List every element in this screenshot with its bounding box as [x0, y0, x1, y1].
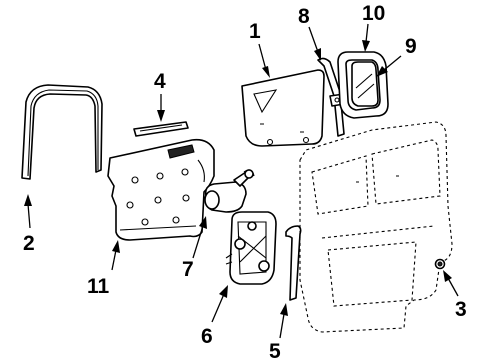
callout-11: 11: [87, 275, 110, 298]
part-window-regulator: [225, 211, 277, 285]
part-door-glass: [241, 69, 325, 147]
part-run-channel: [285, 225, 302, 301]
callout-8: 8: [298, 5, 310, 28]
callout-5: 5: [269, 340, 281, 360]
callout-4: 4: [154, 70, 166, 93]
callout-1: 1: [249, 20, 261, 43]
door-outline: [299, 121, 453, 333]
part-regulator-motor: [204, 169, 255, 213]
part-weatherstrip: [21, 84, 103, 180]
part-fastener: [434, 258, 446, 270]
callout-10: 10: [362, 2, 385, 25]
part-belt-molding: [133, 121, 189, 137]
part-quarter-glass: [351, 61, 379, 107]
callout-3: 3: [455, 298, 467, 321]
callout-labels: 1 2 3 4 5 6 7 8 9 10 11: [23, 2, 467, 360]
callout-7: 7: [182, 258, 194, 281]
callout-9: 9: [405, 35, 417, 58]
callout-6: 6: [201, 325, 213, 348]
leader-lines: [24, 23, 459, 339]
part-trim-panel: [107, 138, 215, 241]
callout-2: 2: [23, 232, 35, 255]
